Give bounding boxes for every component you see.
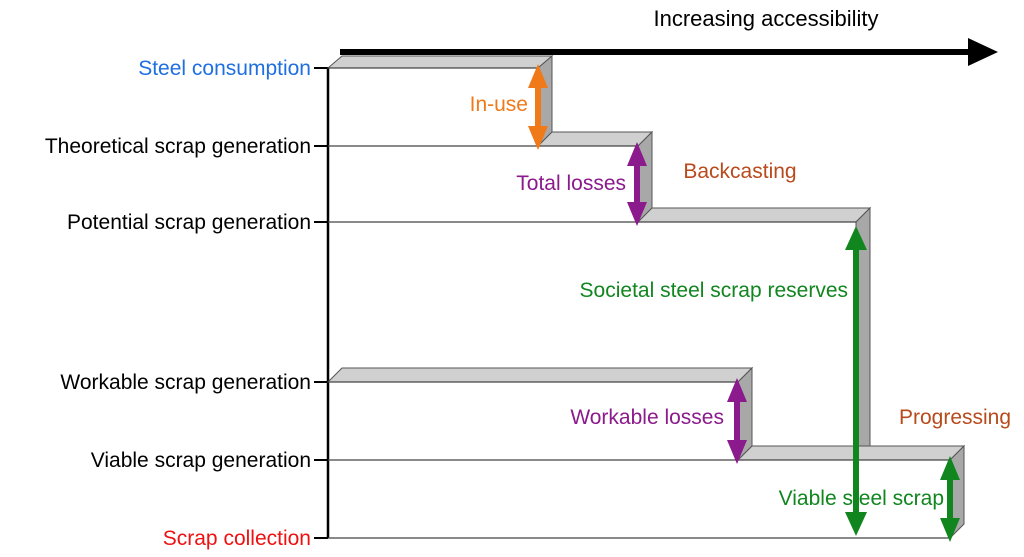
level-collection: Scrap collection	[163, 527, 311, 550]
level-ticks	[314, 67, 328, 539]
label-backcasting: Backcasting	[683, 160, 796, 183]
label-workable-losses: Workable losses	[570, 406, 724, 429]
bottom-staircase	[326, 366, 966, 540]
level-potential: Potential scrap generation	[67, 211, 311, 234]
workable-losses-arrow	[727, 378, 747, 464]
total-losses-arrow	[627, 142, 647, 226]
label-in-use: In-use	[470, 93, 528, 116]
level-theoretical: Theoretical scrap generation	[45, 135, 311, 158]
in-use-arrow	[528, 64, 548, 150]
axis-arrow	[340, 38, 998, 66]
level-steel-consumption: Steel consumption	[138, 57, 311, 80]
header-title: Increasing accessibility	[654, 6, 879, 31]
label-progressing: Progressing	[899, 406, 1011, 429]
label-reserves: Societal steel scrap reserves	[580, 279, 848, 302]
top-staircase	[326, 54, 872, 462]
level-workable: Workable scrap generation	[60, 371, 311, 394]
viable-scrap-arrow	[940, 456, 960, 542]
reserves-arrow	[845, 226, 867, 536]
label-total-losses: Total losses	[516, 172, 626, 195]
label-viable-scrap: Viable steel scrap	[779, 487, 944, 510]
level-viable: Viable scrap generation	[91, 449, 311, 472]
